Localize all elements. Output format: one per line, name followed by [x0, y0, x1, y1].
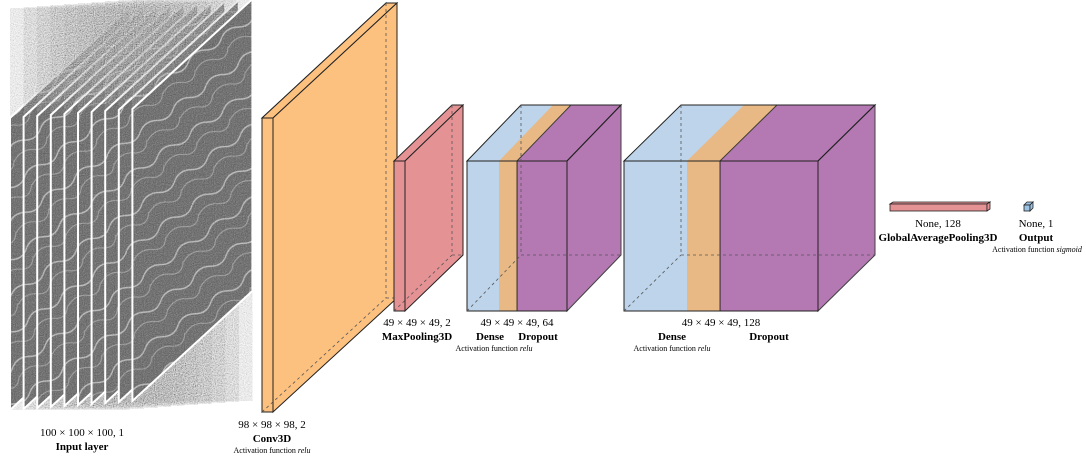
output-shape-label: None, 1: [1018, 218, 1054, 230]
input-layer-name: Input layer: [55, 441, 109, 453]
block2-dropout-name: Dropout: [749, 331, 789, 343]
block1-dense-name: Dense: [475, 331, 505, 343]
conv3d-activation: Activation function relu: [233, 446, 311, 455]
block2-dense-name: Dense: [657, 331, 687, 343]
maxpooling3d-block: [392, 103, 465, 313]
maxpool-shape-label: 49 × 49 × 49, 2: [383, 317, 451, 329]
maxpool-name: MaxPooling3D: [381, 331, 453, 343]
block1-activation: Activation function relu: [455, 344, 533, 353]
gap-name: GlobalAveragePooling3D: [878, 232, 998, 244]
block1-shape-label: 49 × 49 × 49, 64: [480, 317, 554, 329]
input-layer-slices: [9, 0, 254, 413]
conv3d-name: Conv3D: [252, 433, 292, 445]
output-cube: [1023, 201, 1034, 212]
conv3d-block: [260, 1, 399, 414]
dense-dropout-block-2: [622, 103, 877, 313]
block2-shape-label: 49 × 49 × 49, 128: [681, 317, 761, 329]
conv3d-shape-label: 98 × 98 × 98, 2: [238, 419, 306, 431]
global-average-pooling-bar: [888, 201, 992, 212]
block1-dropout-name: Dropout: [518, 331, 558, 343]
output-activation: Activation function sigmoid: [992, 245, 1082, 254]
input-slice: [131, 0, 254, 404]
dense-dropout-block-1: [465, 103, 623, 313]
block2-activation: Activation function relu: [633, 344, 711, 353]
gap-shape-label: None, 128: [915, 218, 961, 230]
input-shape-label: 100 × 100 × 100, 1: [40, 427, 124, 439]
output-name: Output: [1018, 232, 1054, 244]
